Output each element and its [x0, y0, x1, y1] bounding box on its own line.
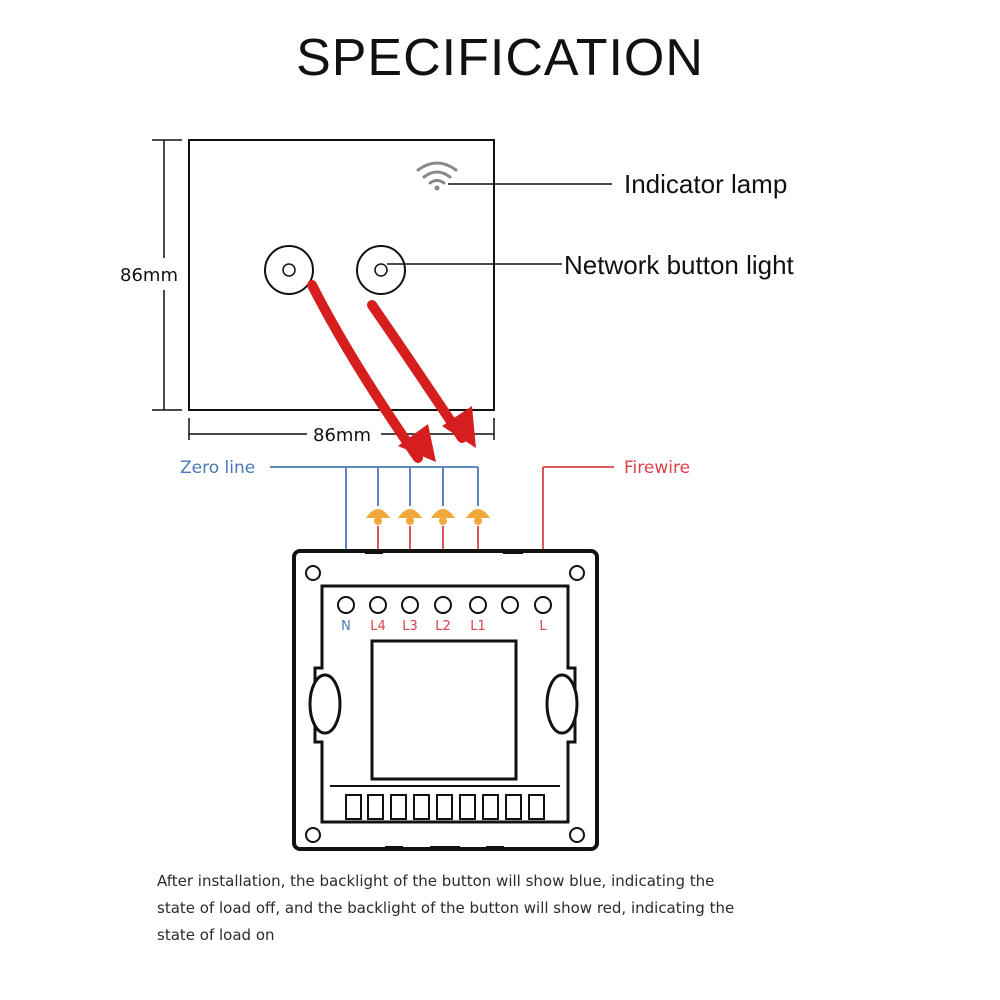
terminal-l4: L4	[369, 596, 387, 634]
touch-button-right	[356, 245, 406, 295]
arrow-left	[307, 280, 436, 463]
lamp-icon	[466, 509, 490, 525]
terminal-label: L4	[370, 619, 386, 634]
indicator-lamp-label: Indicator lamp	[624, 169, 787, 199]
terminal-l1: L1	[469, 596, 487, 634]
lamp-icon	[431, 509, 455, 525]
terminal-l: L	[534, 596, 552, 634]
network-button-label: Network button light	[564, 250, 795, 280]
touch-button-left	[264, 245, 314, 295]
lamp-icon	[398, 509, 422, 525]
switch-front-panel	[188, 139, 495, 411]
terminal-l2: L2	[434, 596, 452, 634]
terminal-label: N	[341, 619, 351, 634]
width-label: 86mm	[313, 425, 371, 446]
wifi-icon	[416, 161, 458, 191]
installation-note: After installation, the backlight of the…	[157, 872, 735, 944]
page-title: SPECIFICATION	[296, 29, 704, 87]
terminal-label: L	[539, 619, 547, 634]
terminal-label: L3	[402, 619, 418, 634]
arrow-right	[367, 300, 476, 448]
terminal-unused	[501, 596, 519, 614]
height-label: 86mm	[120, 265, 178, 286]
height-dimension	[152, 139, 182, 411]
bottom-slots	[345, 794, 545, 820]
switch-back-box	[292, 549, 599, 851]
zero-line-label: Zero line	[180, 458, 255, 478]
terminal-label: L1	[470, 619, 486, 634]
firewire-label: Firewire	[624, 458, 690, 478]
terminal-l3: L3	[401, 596, 419, 634]
lamp-icon	[366, 509, 390, 525]
terminal-label: L2	[435, 619, 451, 634]
terminal-n: N	[337, 596, 355, 634]
